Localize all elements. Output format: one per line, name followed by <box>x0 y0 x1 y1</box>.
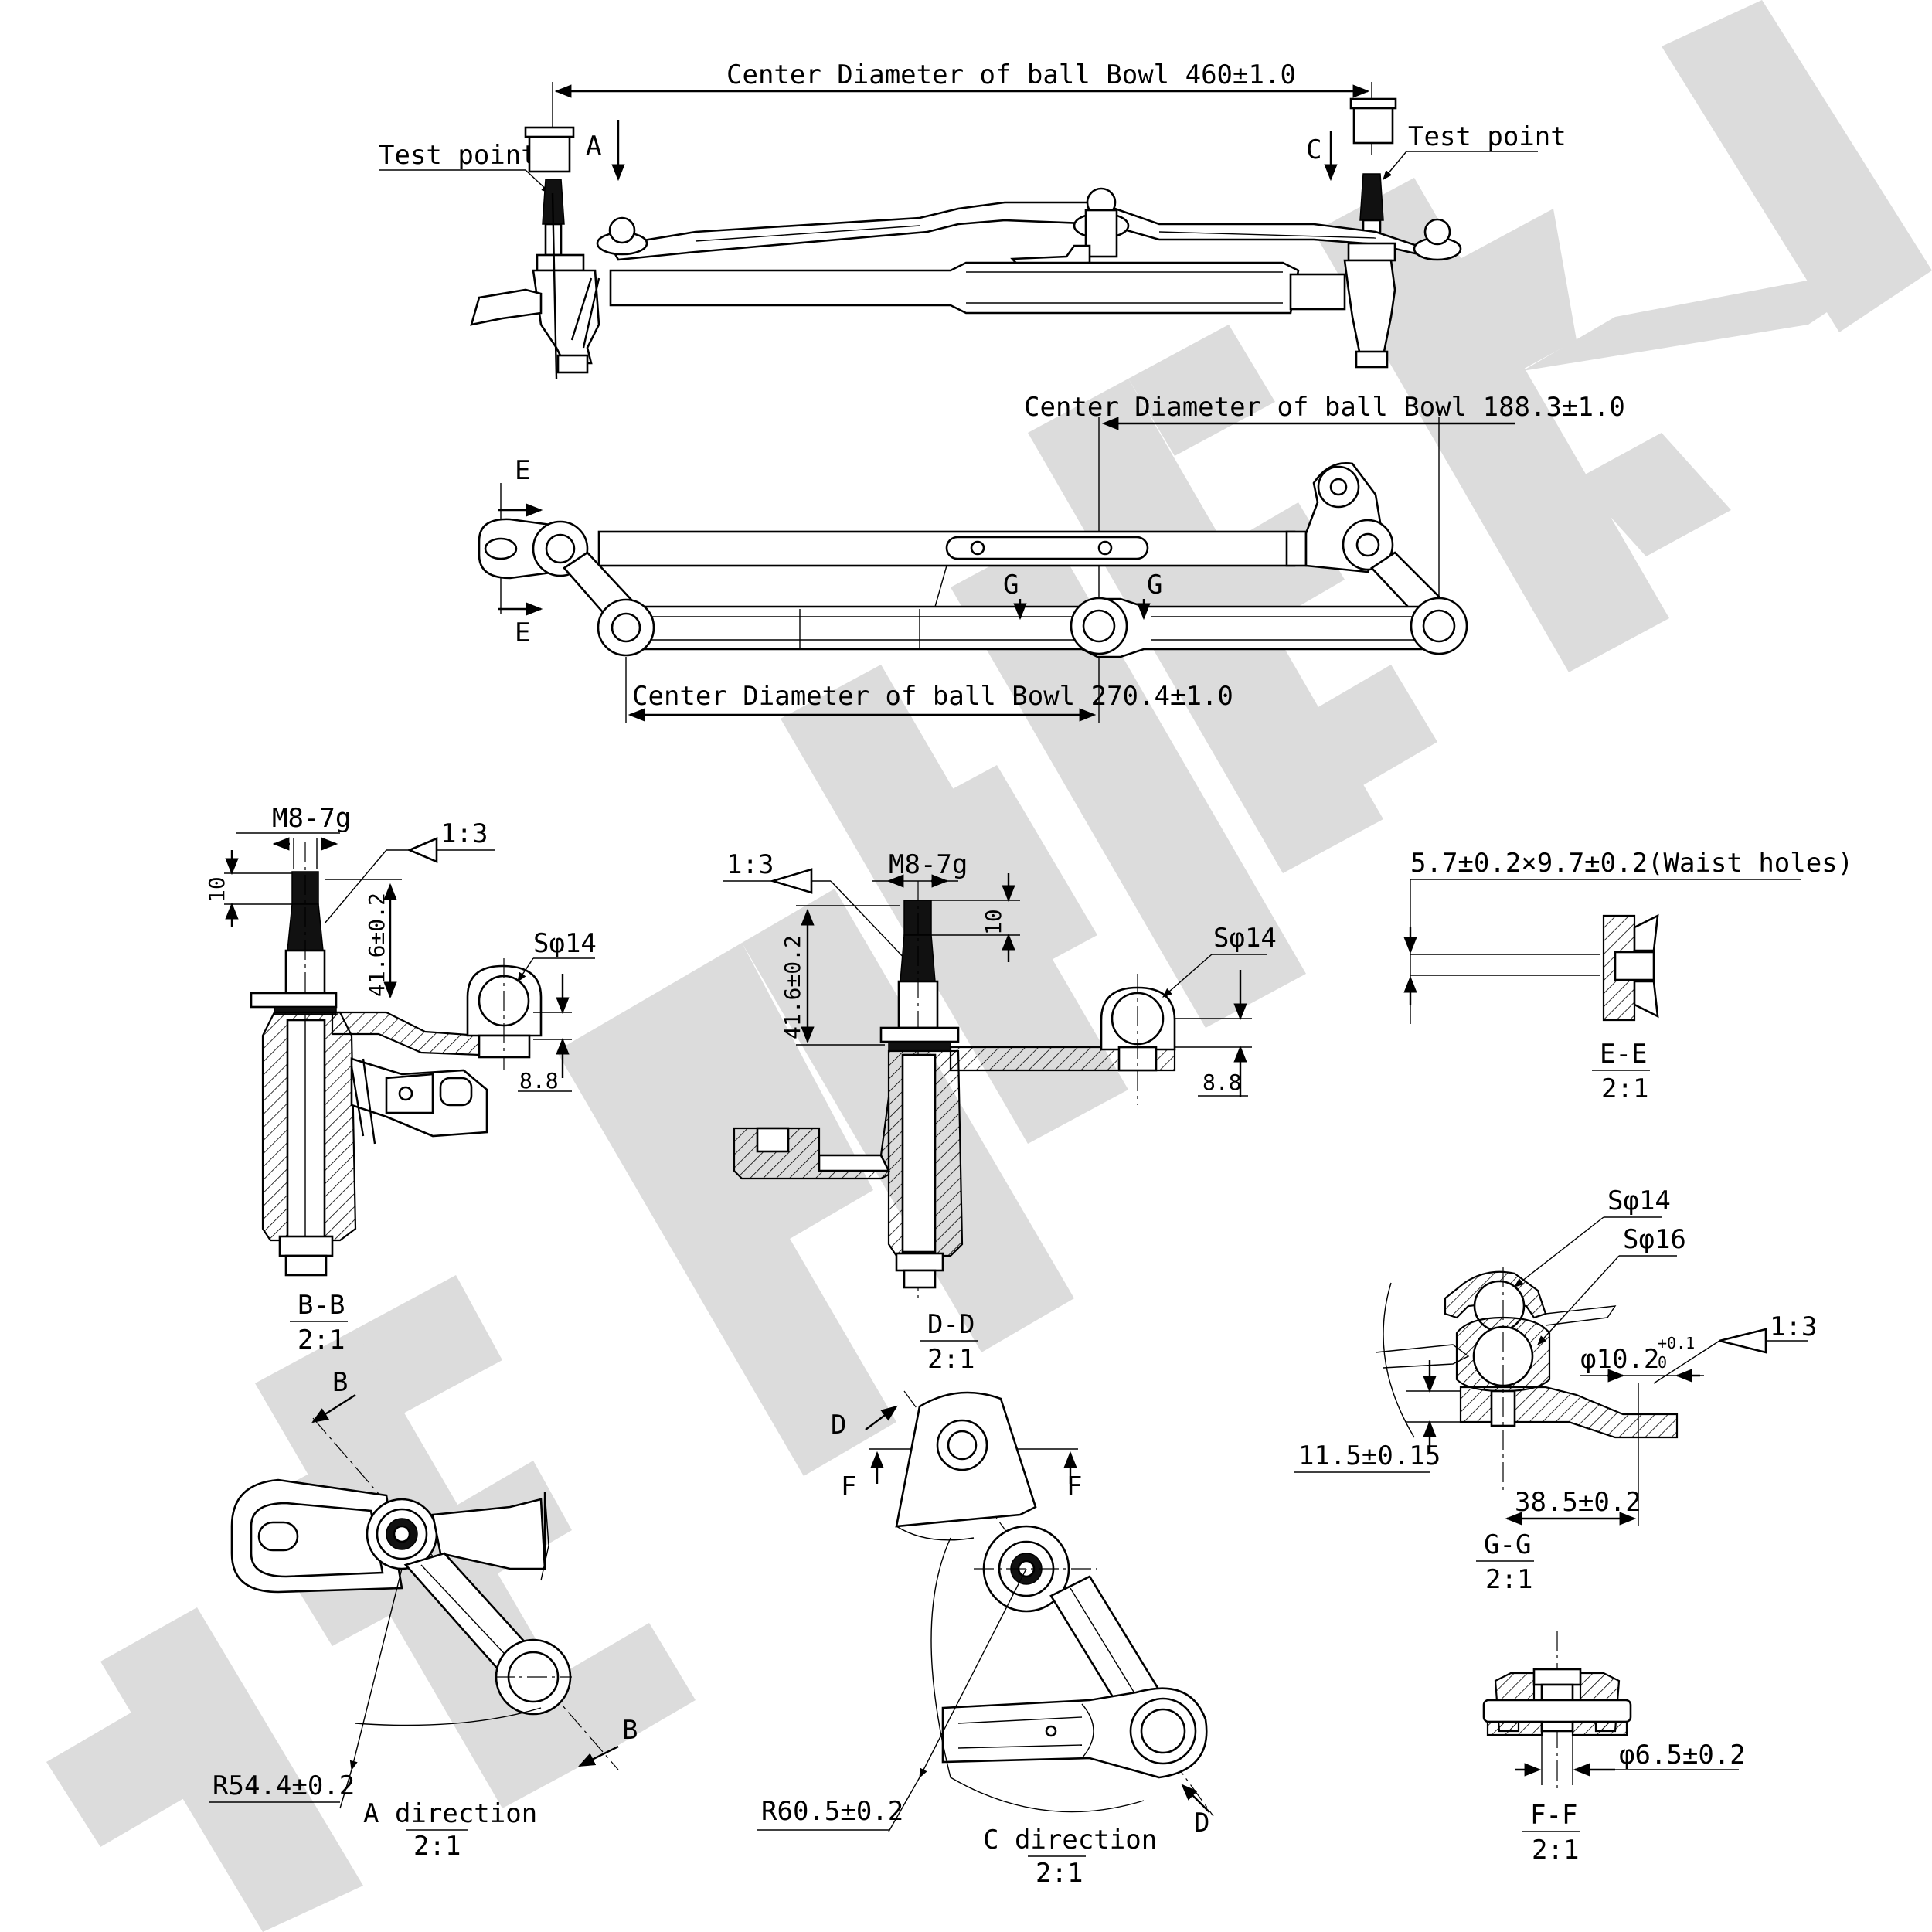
len-38-5-label: 38.5±0.2 <box>1515 1487 1641 1518</box>
section-mark-g-left: G <box>1003 570 1019 600</box>
len-11-5-label: 11.5±0.15 <box>1298 1440 1440 1471</box>
len-10-bb: 10 <box>204 876 230 903</box>
section-mark-g-right: G <box>1147 570 1162 600</box>
a-direction-label: A direction <box>363 1798 537 1829</box>
len-41-bb: 41.6±0.2 <box>364 893 389 997</box>
thread-label-bb: M8-7g <box>272 803 351 834</box>
waist-holes-label: 5.7±0.2×9.7±0.2(Waist holes) <box>1410 848 1853 879</box>
section-e-e: 5.7±0.2×9.7±0.2(Waist holes) E-E 2:1 <box>1403 848 1853 1104</box>
linkage-top-view: Center Diameter of ball Bowl 188.3±1.0 E… <box>478 392 1625 723</box>
section-mark-b-bottom: B <box>622 1715 638 1746</box>
dim-270-label: Center Diameter of ball Bowl 270.4±1.0 <box>632 681 1233 712</box>
section-mark-d-bottom: D <box>1194 1808 1209 1838</box>
len-41-dd: 41.6±0.2 <box>780 935 805 1039</box>
hole-6-5-label: φ6.5±0.2 <box>1619 1740 1746 1770</box>
hole-10-2-tol-up: +0.1 <box>1658 1334 1695 1352</box>
hole-10-2-tol-low: 0 <box>1658 1353 1667 1372</box>
section-mark-f-left: F <box>841 1471 856 1502</box>
view-a-direction: B B R54.4±0.2 A direction 2:1 <box>209 1367 638 1862</box>
taper-label-gg: 1:3 <box>1770 1311 1817 1342</box>
section-f-f: φ6.5±0.2 F-F 2:1 <box>1482 1631 1746 1866</box>
section-title-ff: F-F <box>1530 1800 1577 1831</box>
hole-10-2-label: φ10.2 <box>1580 1344 1659 1375</box>
len-8-8-bb: 8.8 <box>519 1068 559 1094</box>
view-arrow-a-label: A <box>586 131 601 162</box>
section-title-bb: B-B <box>298 1290 345 1321</box>
section-mark-f-right: F <box>1066 1471 1082 1502</box>
section-mark-e-bottom: E <box>515 617 530 648</box>
linkage-side-view: Center Diameter of ball Bowl 460±1.0 Tes… <box>379 60 1566 379</box>
view-c-direction: D D F F R60.5 <box>757 1390 1214 1889</box>
dim-188-label: Center Diameter of ball Bowl 188.3±1.0 <box>1024 392 1625 423</box>
thread-label-dd: M8-7g <box>889 849 968 880</box>
test-point-left-label: Test point <box>379 140 537 171</box>
scale-a: 2:1 <box>413 1831 461 1862</box>
sphere-14-bb: Sφ14 <box>533 928 597 959</box>
len-8-8-dd: 8.8 <box>1202 1070 1242 1095</box>
sphere-14-dd: Sφ14 <box>1213 923 1277 954</box>
r-60-label: R60.5±0.2 <box>761 1796 903 1827</box>
c-direction-label: C direction <box>983 1825 1157 1855</box>
sphere-14-gg: Sφ14 <box>1607 1185 1671 1216</box>
taper-label-bb: 1:3 <box>440 818 488 849</box>
r-54-label: R54.4±0.2 <box>213 1770 355 1801</box>
view-arrow-c-label: C <box>1306 134 1321 165</box>
section-title-gg: G-G <box>1484 1529 1531 1560</box>
section-g-g: Sφ14 Sφ16 1:3 φ10.2 +0.1 0 <box>1294 1185 1817 1595</box>
section-mark-b-top: B <box>332 1367 348 1398</box>
sphere-16-gg: Sφ16 <box>1623 1224 1686 1255</box>
dim-460-label: Center Diameter of ball Bowl 460±1.0 <box>726 60 1296 90</box>
taper-label-dd: 1:3 <box>726 849 774 880</box>
section-title-dd: D-D <box>927 1309 975 1340</box>
section-d-d: 1:3 M8-7g 10 41.6±0.2 Sφ14 <box>723 849 1277 1375</box>
section-mark-e-top: E <box>515 455 530 486</box>
scale-dd: 2:1 <box>927 1344 975 1375</box>
test-point-right-label: Test point <box>1408 121 1566 152</box>
section-b-b: M8-7g 1:3 10 41.6±0.2 S <box>204 803 597 1355</box>
scale-gg: 2:1 <box>1485 1564 1532 1595</box>
section-mark-d-top: D <box>831 1410 846 1440</box>
scale-bb: 2:1 <box>298 1325 345 1355</box>
section-title-ee: E-E <box>1600 1039 1647 1070</box>
scale-c: 2:1 <box>1036 1858 1083 1889</box>
scale-ee: 2:1 <box>1601 1073 1648 1104</box>
len-10-dd: 10 <box>981 909 1006 935</box>
scale-ff: 2:1 <box>1532 1835 1579 1866</box>
